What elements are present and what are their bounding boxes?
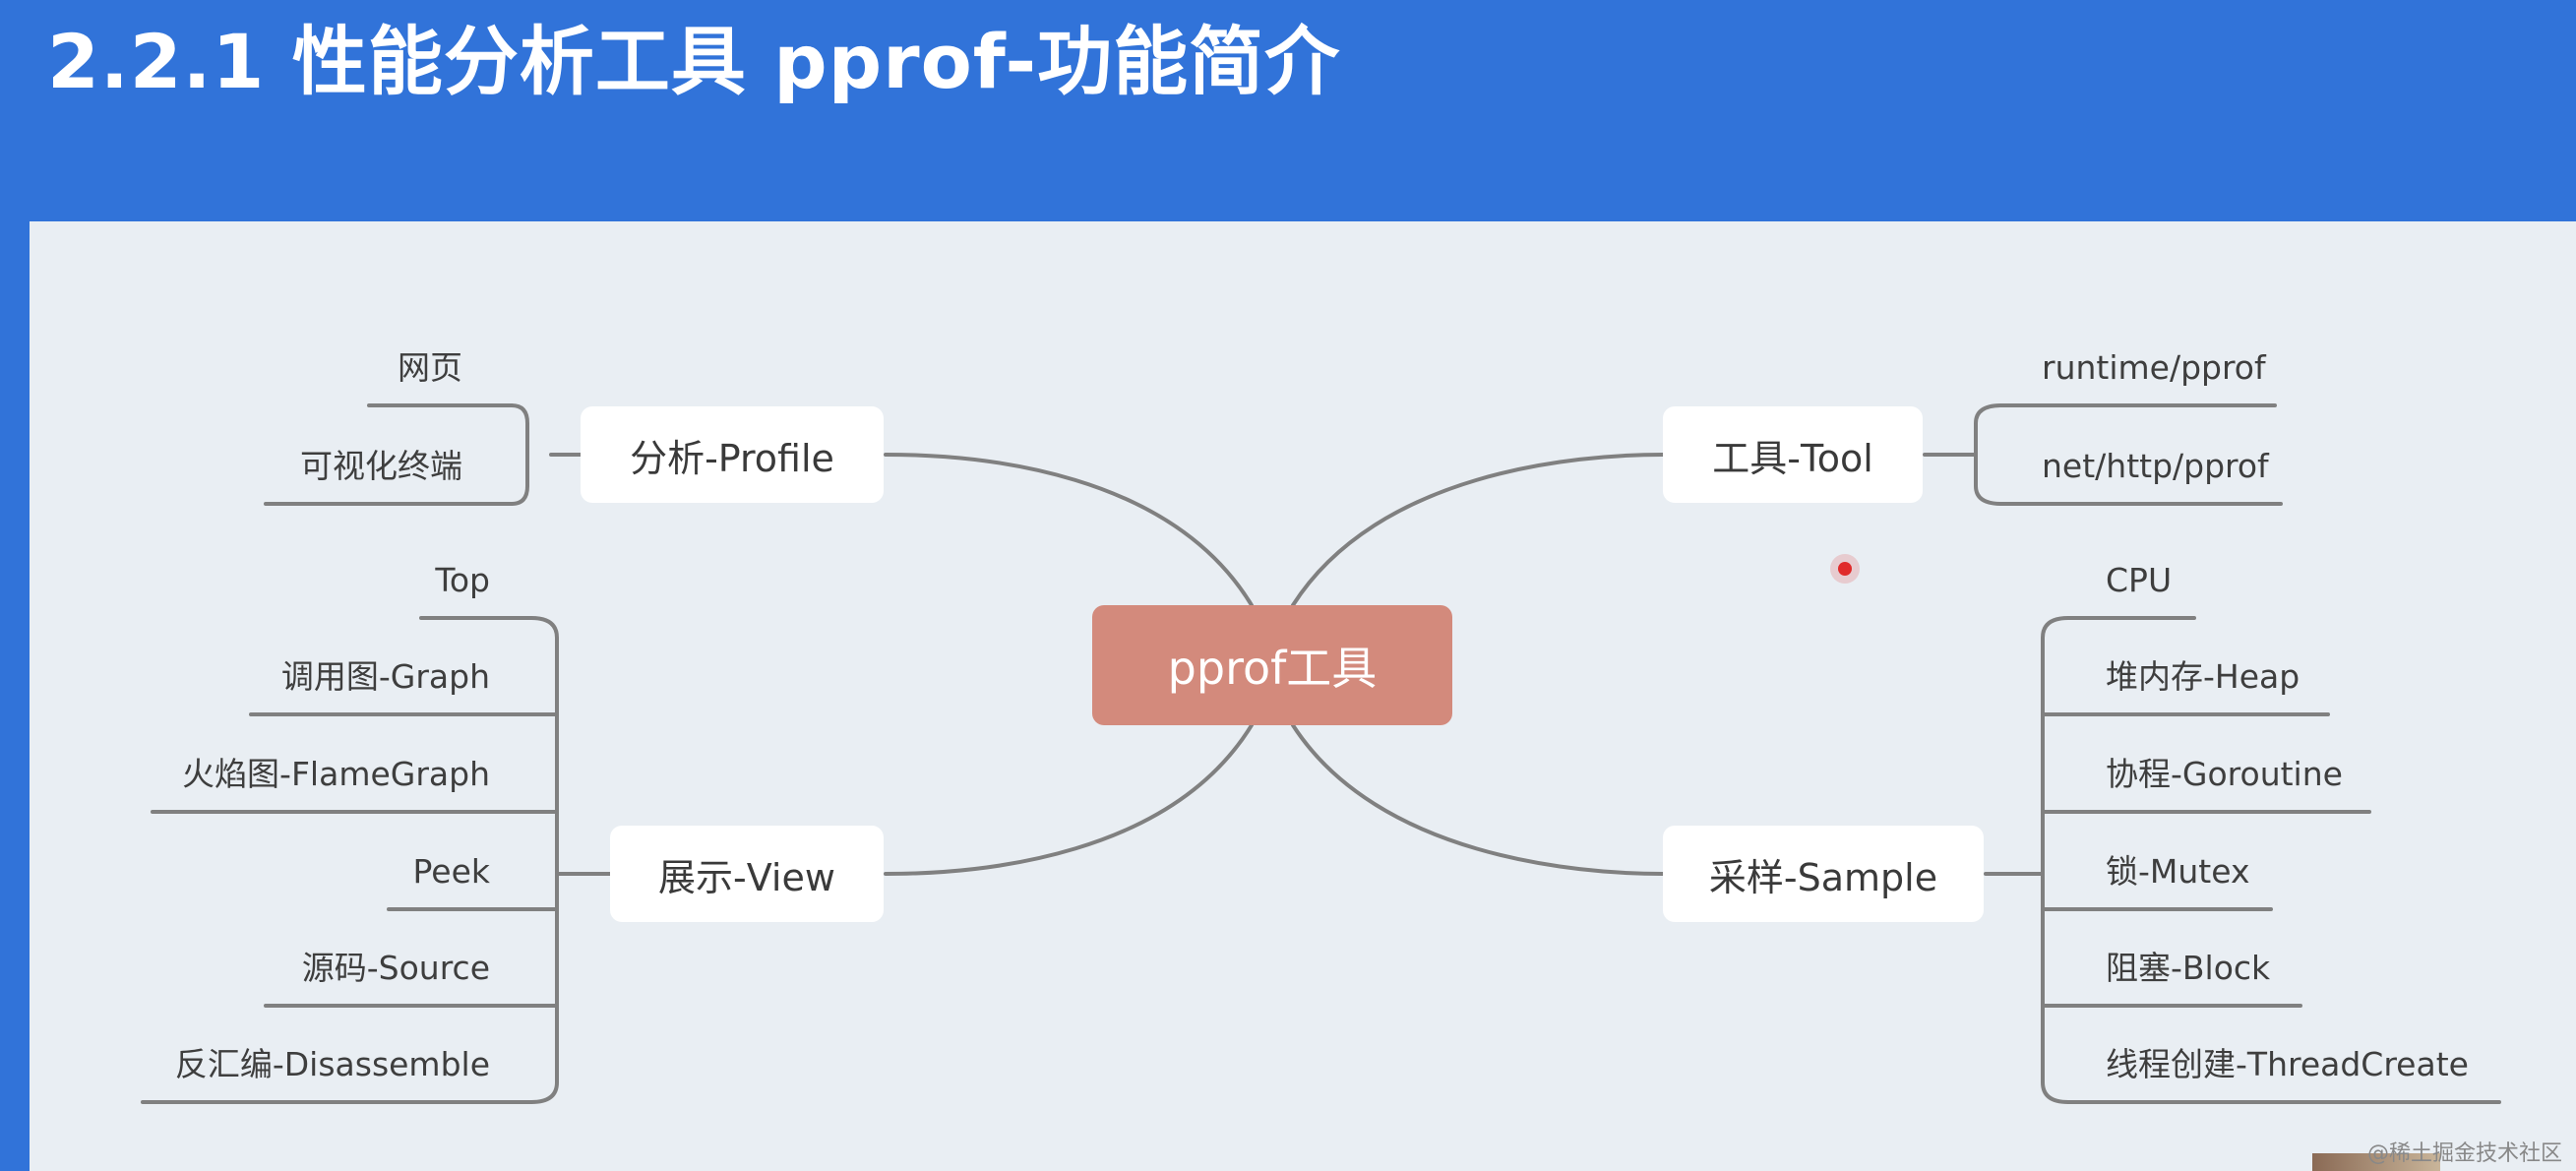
leaf-tool-net-http-pprof: net/http/pprof — [2042, 447, 2269, 485]
leaf-view-peek: Peek — [412, 852, 490, 891]
leaf-sample-goroutine: 协程-Goroutine — [2106, 755, 2343, 793]
pointer-dot — [1838, 562, 1852, 576]
node-sample: 采样-Sample — [1663, 826, 1984, 922]
leaf-sample-cpu: CPU — [2106, 561, 2173, 599]
leaf-view-graph: 调用图-Graph — [280, 657, 490, 696]
leaf-sample-threadcreate: 线程创建-ThreadCreate — [2106, 1045, 2469, 1083]
link-profile-bracket — [510, 403, 583, 506]
leaf-tool-runtime-pprof: runtime/pprof — [2042, 348, 2266, 387]
node-tool: 工具-Tool — [1663, 406, 1923, 503]
node-profile: 分析-Profile — [581, 406, 884, 503]
leaf-sample-mutex: 锁-Mutex — [2106, 852, 2250, 891]
watermark: @稀土掘金技术社区 — [2366, 1141, 2562, 1166]
leaf-view-top: Top — [435, 561, 490, 599]
node-view: 展示-View — [610, 826, 884, 922]
slide-title: 2.2.1 性能分析工具 pprof-功能简介 — [47, 18, 1341, 105]
link-center-sample — [1291, 723, 1665, 876]
link-center-view — [884, 723, 1254, 876]
link-tool-bracket — [1923, 403, 2003, 506]
leaf-sample-heap: 堆内存-Heap — [2106, 657, 2300, 696]
link-center-profile — [884, 453, 1254, 607]
leaf-view-source: 源码-Source — [301, 949, 490, 987]
link-center-tool — [1291, 453, 1665, 607]
leaf-profile-terminal: 可视化终端 — [300, 447, 462, 485]
link-view-bracket — [529, 616, 612, 1104]
link-sample-bracket — [1984, 616, 2070, 1104]
camera-thumbnail — [2312, 1153, 2440, 1171]
leaf-view-flamegraph: 火焰图-FlameGraph — [182, 755, 490, 793]
center-node: pprof工具 — [1092, 605, 1452, 725]
leaf-profile-web: 网页 — [398, 348, 462, 387]
leaf-view-disassemble: 反汇编-Disassemble — [174, 1045, 490, 1083]
leaf-sample-block: 阻塞-Block — [2106, 949, 2271, 987]
